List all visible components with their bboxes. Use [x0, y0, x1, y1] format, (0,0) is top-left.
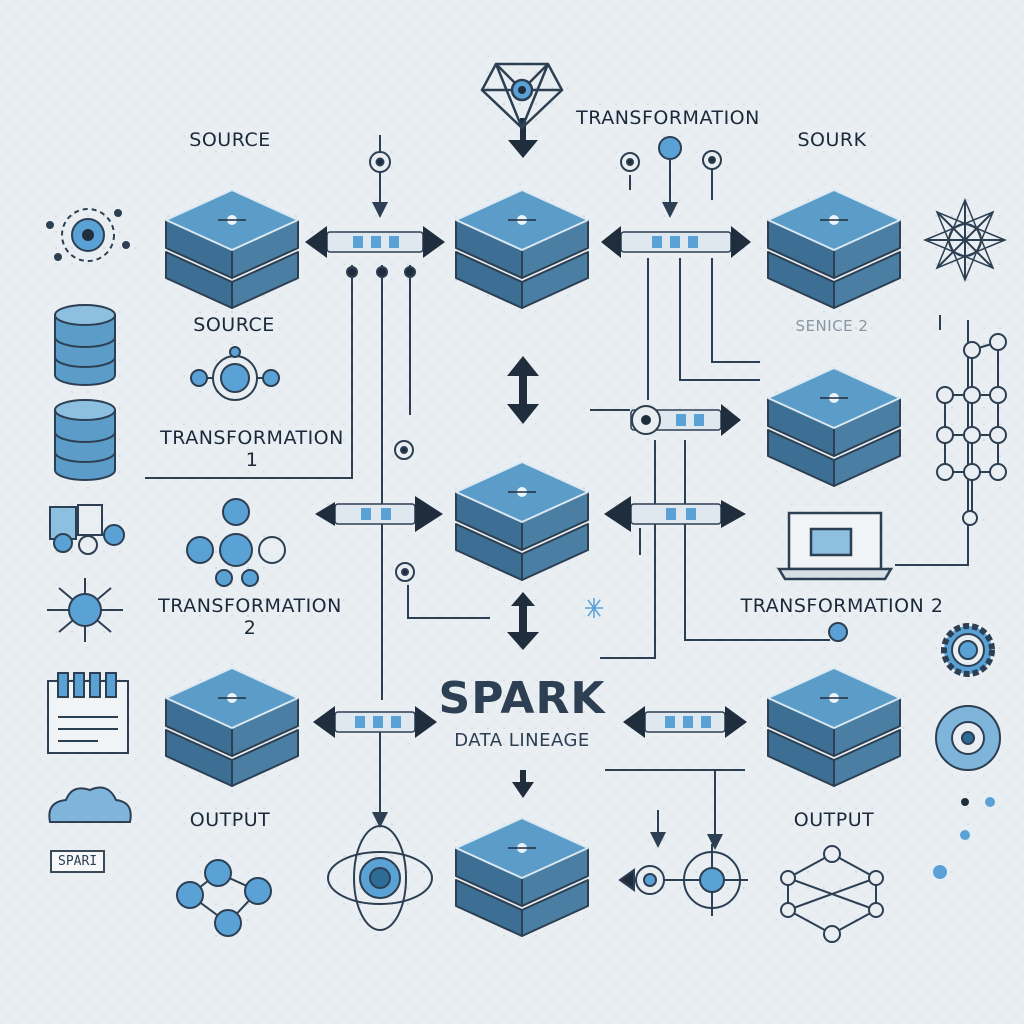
down-arrow	[508, 118, 538, 158]
output-cube	[165, 667, 299, 787]
node-chain-icon	[936, 333, 1007, 526]
source-2-label: SENICE 2	[795, 317, 869, 335]
output-cube	[767, 667, 901, 787]
cluster-node-icon	[186, 498, 286, 587]
spark-cube	[455, 461, 589, 581]
node-ring-icon	[618, 844, 748, 916]
transformation-1-number: 1	[245, 448, 259, 471]
output-label: OUTPUT	[189, 809, 271, 831]
connector-line	[600, 440, 656, 659]
vertical-double-arrow	[507, 592, 539, 650]
transformation-cube	[455, 189, 589, 309]
double-arrow	[623, 706, 747, 738]
pin-node	[658, 136, 682, 160]
spark-star	[585, 598, 603, 618]
transformation-label: TRANSFORMATION	[576, 107, 760, 129]
diamond-network-icon	[780, 845, 884, 943]
pin-node	[404, 266, 416, 278]
double-arrows	[305, 226, 751, 738]
source-2-cube	[767, 367, 901, 487]
vertical-arrows	[507, 118, 539, 798]
double-arrow	[604, 496, 746, 532]
atom-icon	[327, 825, 433, 931]
connector-line	[895, 320, 969, 566]
double-arrow	[630, 404, 741, 436]
laptop-icon	[776, 511, 894, 581]
down-arrow	[512, 770, 534, 798]
spark-badge: SPARI	[50, 850, 106, 873]
pin-node	[394, 440, 414, 460]
source-label: SOURCE	[193, 314, 275, 336]
connector-line	[679, 258, 760, 381]
star-network-icon	[923, 198, 1007, 282]
dot-cluster-icon	[933, 797, 995, 879]
transformation-2-label: TRANSFORMATION 2	[740, 595, 944, 617]
double-arrow	[313, 706, 437, 738]
transformation-2-label: TRANSFORMATION 2	[158, 595, 342, 640]
pin-node	[620, 152, 640, 172]
pin-node	[346, 266, 358, 278]
pin-node	[369, 135, 391, 173]
cloud-icon	[48, 786, 132, 823]
transformation-1-title: TRANSFORMATION	[160, 427, 344, 449]
gear-network-icon	[46, 208, 130, 262]
source-label: SOURK	[797, 129, 867, 151]
node-ring-icon	[190, 346, 280, 401]
diagram-title: SPARK	[438, 673, 606, 724]
cube-layer	[165, 189, 901, 937]
pin-nodes	[346, 135, 848, 642]
sun-node-icon	[47, 578, 123, 642]
pin-node	[828, 622, 848, 642]
cluster-icon	[49, 504, 125, 555]
connector-line	[711, 258, 760, 363]
double-arrow	[601, 226, 751, 258]
connector-lines	[145, 150, 969, 850]
graph-network-icon	[176, 859, 272, 937]
double-arrow	[305, 226, 445, 258]
source-label: SOURCE	[189, 129, 271, 151]
connector-line	[145, 265, 353, 479]
vertical-double-arrow	[507, 356, 539, 424]
gem-network-icon	[480, 62, 564, 130]
pin-node	[395, 562, 415, 582]
pin-node	[702, 150, 722, 170]
dashboard-icon	[47, 672, 129, 754]
pin-node	[376, 266, 388, 278]
diagram-subtitle: DATA LINEAGE	[454, 730, 590, 751]
connector-line	[407, 585, 490, 619]
source-cube	[767, 189, 901, 309]
transformation-2-title: TRANSFORMATION	[158, 595, 342, 617]
source-cube	[165, 189, 299, 309]
database-icon	[54, 399, 116, 481]
output-label: OUTPUT	[793, 809, 875, 831]
output-cube	[455, 817, 589, 937]
transformation-1-label: TRANSFORMATION 1	[160, 427, 344, 472]
gear-icon	[941, 623, 995, 677]
target-icon	[935, 705, 1001, 771]
database-icon	[54, 304, 116, 386]
double-arrow	[315, 496, 443, 532]
transformation-2-number: 2	[243, 616, 257, 639]
